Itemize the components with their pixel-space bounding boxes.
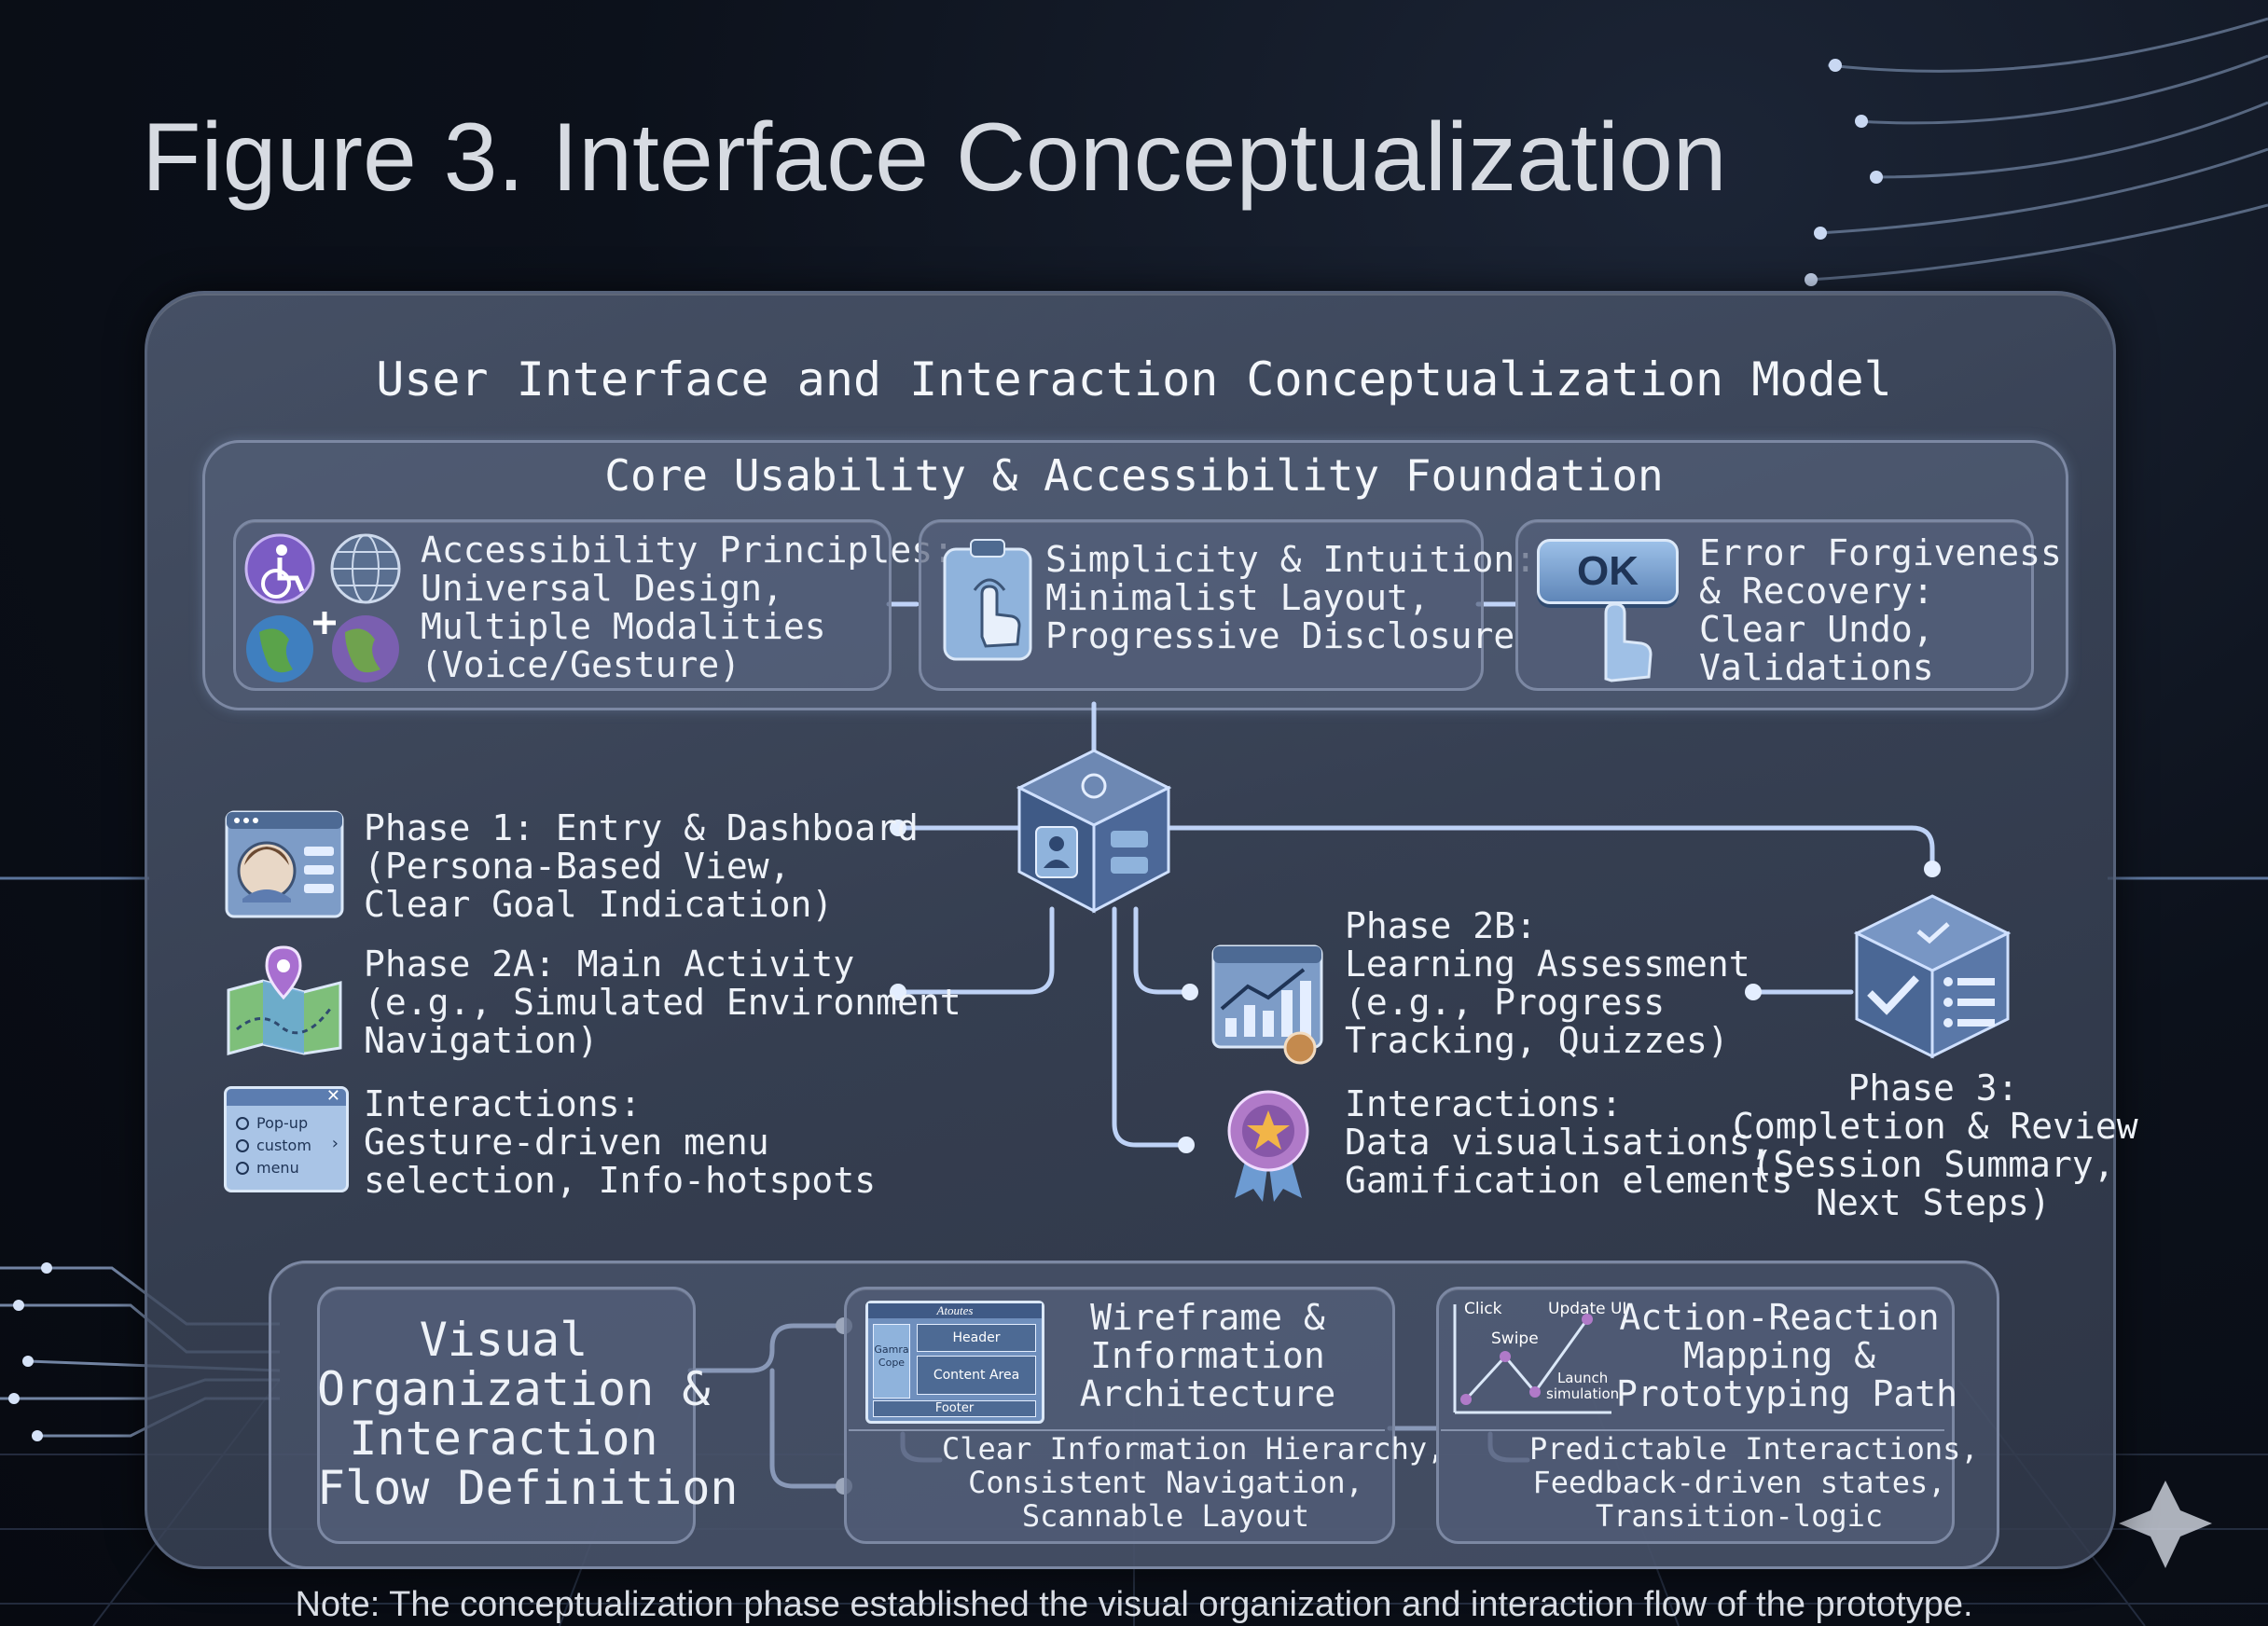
phase-1-text: Phase 1: Entry & Dashboard (Persona-Base… (364, 807, 919, 925)
interactions-left-text: Interactions: Gesture-driven menu select… (364, 1083, 877, 1201)
globe-grid-icon (330, 533, 401, 604)
earth-icon (246, 615, 313, 682)
figure-note: Note: The conceptualization phase establ… (295, 1585, 1973, 1624)
flow-label-update: Update UI (1548, 1300, 1627, 1318)
checklist-cube-icon (1853, 894, 2012, 1059)
error-recovery-text: Error Forgiveness & Recovery: Clear Undo… (1699, 532, 2062, 688)
popup-item: custom (256, 1137, 311, 1154)
figure-title: Figure 3. Interface Conceptualization (142, 103, 1727, 212)
accessibility-icons (244, 533, 401, 682)
wheelchair-icon (244, 533, 315, 604)
close-icon: ✕ (325, 1086, 340, 1106)
wireframe-title: Wireframe & Information Architecture (1079, 1297, 1336, 1414)
sparkle-icon (2119, 1481, 2212, 1568)
phase-3-text: Phase 3: Completion & Review (Session Su… (1733, 1068, 2138, 1223)
ok-button-label: OK (1577, 548, 1639, 594)
action-reaction-title: Action-Reaction Mapping & Prototyping Pa… (1616, 1297, 1958, 1414)
wireframe-divider (849, 1429, 1385, 1431)
plus-icon (313, 612, 336, 634)
wireframe-top-label: Atoutes (868, 1303, 1042, 1318)
visual-org-card (317, 1287, 696, 1544)
visual-org-text: Visual Organization & Interaction Flow D… (317, 1313, 739, 1515)
chevron-right-icon: › (331, 1134, 339, 1153)
flow-label-swipe: Swipe (1491, 1330, 1539, 1348)
interaction-flow-icon (1453, 1304, 1611, 1414)
touch-clipboard-icon (943, 539, 1032, 661)
flow-label-click: Click (1464, 1300, 1502, 1318)
error-recovery-card (1515, 519, 2034, 691)
flow-label-launch: Launch simulation (1546, 1370, 1620, 1402)
progress-chart-icon (1211, 944, 1323, 1065)
ok-button[interactable]: OK (1537, 539, 1679, 604)
badge-star-icon (1227, 1090, 1309, 1202)
pointing-hand-icon (1604, 602, 1653, 682)
map-pin-icon (227, 945, 342, 1055)
simplicity-text: Simplicity & Intuition: Minimalist Layou… (1045, 539, 1537, 656)
wireframe-icon: Atoutes Gamra Cope Header Content Area F… (865, 1301, 1044, 1424)
core-foundation-title: Core Usability & Accessibility Foundatio… (604, 450, 1664, 501)
accessibility-text: Accessibility Principles: Universal Desi… (421, 530, 954, 685)
earth-purple-icon (332, 615, 399, 682)
wireframe-content: Content Area (917, 1356, 1036, 1395)
central-cube-icon (1016, 749, 1172, 914)
action-reaction-description: Predictable Interactions, Feedback-drive… (1529, 1431, 1979, 1534)
wireframe-footer: Footer (873, 1400, 1036, 1417)
wireframe-header: Header (917, 1324, 1036, 1352)
popup-menu-icon: ✕ Pop-up custom menu › (224, 1086, 349, 1192)
popup-item: Pop-up (256, 1114, 309, 1132)
wireframe-side: Gamra Cope (873, 1324, 910, 1399)
interactions-right-text: Interactions: Data visualisations, Gamif… (1345, 1083, 1793, 1201)
action-divider (1441, 1429, 1944, 1431)
model-title: User Interface and Interaction Conceptua… (376, 352, 1892, 406)
action-reaction-card (1436, 1287, 1955, 1544)
persona-dashboard-icon (225, 810, 344, 918)
phase-2a-text: Phase 2A: Main Activity (e.g., Simulated… (364, 944, 961, 1061)
wireframe-description: Clear Information Hierarchy, Consistent … (942, 1431, 1445, 1534)
popup-item: menu (256, 1159, 299, 1177)
phase-2b-text: Phase 2B: Learning Assessment (e.g., Pro… (1345, 905, 1750, 1061)
